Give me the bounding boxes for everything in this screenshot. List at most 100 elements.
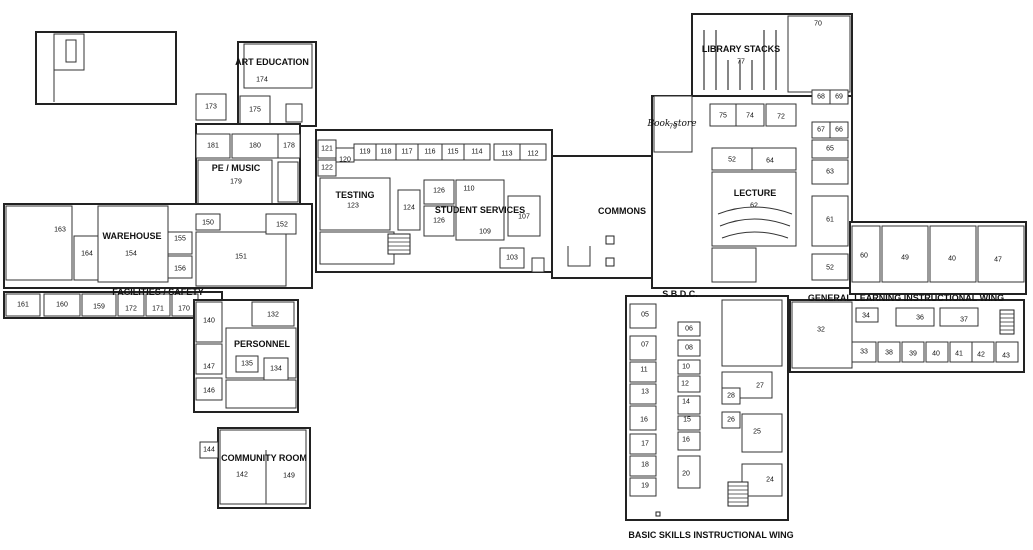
room-number: 126	[433, 218, 445, 225]
room-number: 67	[817, 127, 825, 134]
room-number: 180	[249, 143, 261, 150]
room-number: 14	[682, 399, 690, 406]
room-number: 121	[321, 146, 333, 153]
room-number: 154	[125, 251, 137, 258]
room-number: 42	[977, 352, 985, 359]
central-block	[315, 129, 713, 279]
label-book-store: Book store	[646, 119, 696, 129]
room-number: 116	[424, 149, 435, 156]
room-number: 150	[202, 220, 214, 227]
room-number: 123	[347, 203, 359, 210]
room-number: 107	[518, 214, 530, 221]
label-basic-skills-wing: BASIC SKILLS INSTRUCTIONAL WING	[628, 530, 793, 540]
room-number: 27	[756, 383, 764, 390]
room-number: 19	[641, 483, 649, 490]
room-number: 62	[750, 203, 758, 210]
room-number: 43	[1002, 353, 1010, 360]
room-number: 49	[901, 255, 909, 262]
room-number: 118	[380, 149, 391, 156]
room-number: 60	[860, 253, 868, 260]
room-number: 15	[683, 417, 691, 424]
room-number: 120	[339, 157, 351, 164]
room-number: 16	[682, 437, 690, 444]
room-number: 34	[862, 313, 870, 320]
room-number: 41	[955, 351, 963, 358]
room-number: 40	[932, 351, 940, 358]
room-number: 18	[641, 462, 649, 469]
room-number: 122	[321, 165, 333, 172]
room-number: 68	[817, 94, 825, 101]
label-commons: COMMONS	[598, 206, 646, 216]
room-numbers: 174 173 175 181 180 178 179 163 164 154 …	[17, 21, 1010, 490]
room-number: 170	[178, 306, 190, 313]
detached-building	[35, 31, 177, 105]
room-number: 63	[826, 169, 834, 176]
label-art-education: ART EDUCATION	[235, 57, 309, 67]
room-number: 16	[640, 417, 648, 424]
room-number: 152	[276, 222, 288, 229]
room-number: 132	[267, 312, 279, 319]
room-number: 113	[501, 151, 512, 158]
room-number: 64	[766, 158, 774, 165]
label-personnel: PERSONNEL	[234, 339, 291, 349]
room-number: 52	[728, 157, 736, 164]
basic-skills-wing	[625, 295, 789, 521]
room-number: 26	[727, 417, 735, 424]
room-number: 40	[948, 256, 956, 263]
room-number: 140	[203, 318, 215, 325]
label-student-services: STUDENT SERVICES	[435, 205, 525, 215]
room-number: 20	[682, 471, 690, 478]
room-number: 33	[860, 349, 868, 356]
room-number: 65	[826, 146, 834, 153]
label-library-stacks: LIBRARY STACKS	[702, 44, 780, 54]
room-number: 117	[401, 149, 412, 156]
room-number: 74	[746, 113, 754, 120]
room-number: 32	[817, 327, 825, 334]
room-number: 70	[814, 21, 822, 28]
room-number: 164	[81, 251, 93, 258]
label-lecture: LECTURE	[734, 188, 777, 198]
room-number: 13	[641, 389, 649, 396]
room-number: 109	[479, 229, 491, 236]
room-number: 142	[236, 472, 248, 479]
room-number: 124	[403, 205, 415, 212]
room-number: 174	[256, 77, 268, 84]
room-number: 149	[283, 473, 295, 480]
label-general-learning-wing: GENERAL LEARNING INSTRUCTIONAL WING	[808, 293, 1004, 303]
south-west-wing	[193, 299, 311, 509]
label-pe-music: PE / MUSIC	[212, 163, 261, 173]
room-number: 134	[270, 366, 282, 373]
room-number: 147	[203, 364, 215, 371]
room-number: 173	[205, 104, 217, 111]
label-sbdc: S.B.D.C.	[662, 289, 698, 299]
room-number: 69	[835, 94, 843, 101]
room-number: 178	[283, 143, 295, 150]
room-number: 161	[17, 302, 29, 309]
room-number: 144	[203, 447, 215, 454]
room-number: 175	[249, 107, 261, 114]
room-number: 07	[641, 342, 649, 349]
room-number: 110	[463, 186, 474, 193]
general-learning-wing	[789, 221, 1027, 373]
room-number: 146	[203, 388, 215, 395]
label-warehouse: WAREHOUSE	[102, 231, 161, 241]
room-number: 47	[994, 257, 1002, 264]
room-number: 79	[669, 124, 677, 131]
room-number: 10	[682, 364, 690, 371]
room-number: 17	[641, 441, 649, 448]
room-number: 151	[235, 254, 247, 261]
room-number: 77	[737, 59, 745, 66]
label-community-room: COMMUNITY ROOM	[221, 453, 307, 463]
library-block	[651, 13, 853, 289]
room-number: 155	[174, 236, 186, 243]
room-number: 179	[230, 179, 242, 186]
room-number: 52	[826, 265, 834, 272]
room-number: 159	[93, 304, 105, 311]
room-number: 66	[835, 127, 843, 134]
room-number: 171	[152, 306, 164, 313]
room-number: 72	[777, 114, 785, 121]
stairs	[387, 233, 1015, 507]
room-number: 112	[527, 151, 538, 158]
room-number: 126	[433, 188, 445, 195]
